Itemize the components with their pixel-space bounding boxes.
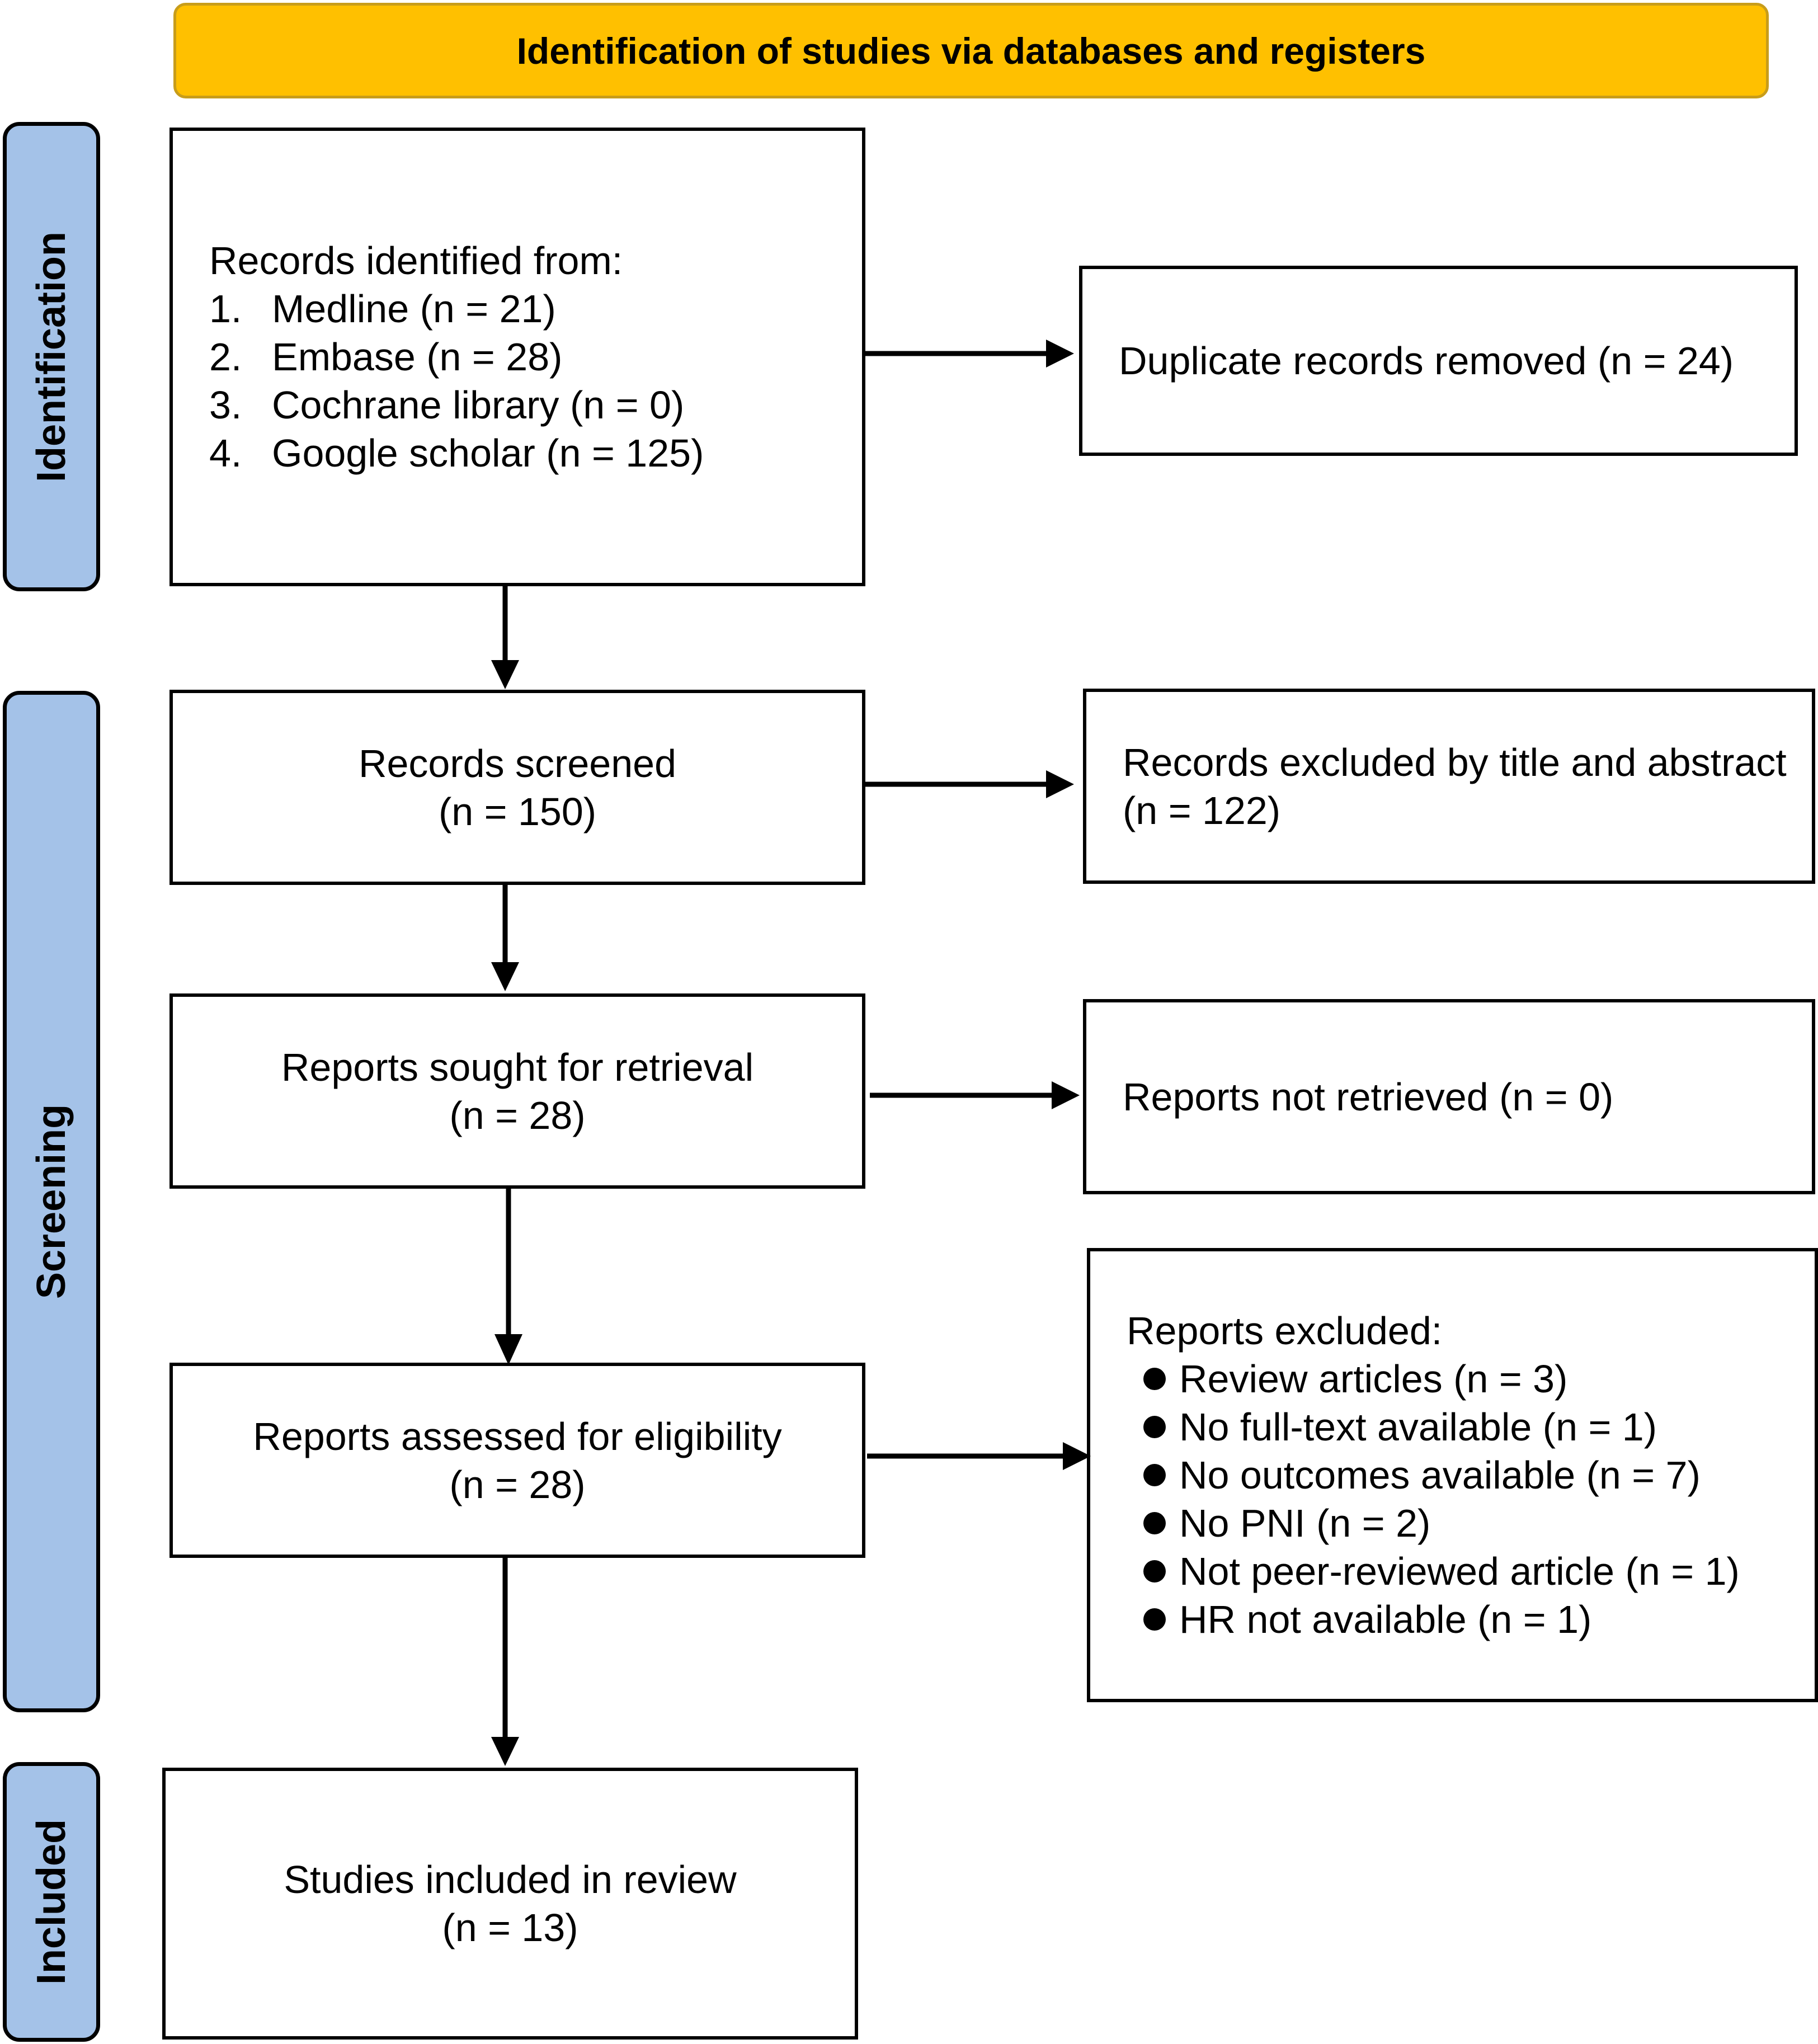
arrowhead xyxy=(1046,340,1074,368)
records-identified-box: Records identified from: 1. Medline (n = … xyxy=(169,128,865,586)
list-item: Not peer-reviewed article (n = 1) xyxy=(1143,1547,1792,1595)
arrowhead xyxy=(1046,770,1074,798)
list-item: No PNI (n = 2) xyxy=(1143,1499,1792,1547)
list-number: 4. xyxy=(209,431,242,475)
records-excluded-box: Records excluded by title and abstract (… xyxy=(1083,689,1815,884)
studies-included-count: (n = 13) xyxy=(442,1906,578,1949)
bullet-icon xyxy=(1143,1608,1166,1631)
arrowhead xyxy=(1052,1081,1080,1109)
list-item: 4. Google scholar (n = 125) xyxy=(209,429,840,477)
list-text: Cochrane library (n = 0) xyxy=(272,383,685,427)
list-text: Not peer-reviewed article (n = 1) xyxy=(1179,1550,1740,1593)
bullet-icon xyxy=(1143,1464,1166,1486)
bullet-icon xyxy=(1143,1512,1166,1534)
reports-assessed-label: Reports assessed for eligibility xyxy=(253,1414,782,1458)
list-item: 1. Medline (n = 21) xyxy=(209,285,840,333)
list-number: 1. xyxy=(209,287,242,331)
exclusion-reasons-list: Review articles (n = 3) No full-text ava… xyxy=(1127,1355,1792,1643)
list-text: Google scholar (n = 125) xyxy=(272,431,704,475)
reports-excluded-box: Reports excluded: Review articles (n = 3… xyxy=(1087,1248,1818,1702)
reports-sought-box: Reports sought for retrieval (n = 28) xyxy=(169,993,865,1189)
stage-included: Included xyxy=(3,1762,100,2042)
bullet-icon xyxy=(1143,1368,1166,1390)
reports-assessed-count: (n = 28) xyxy=(449,1462,586,1506)
list-text: No full-text available (n = 1) xyxy=(1179,1405,1657,1449)
reports-excluded-heading: Reports excluded: xyxy=(1127,1309,1443,1353)
reports-sought-count: (n = 28) xyxy=(449,1093,586,1137)
reports-not-retrieved-text: Reports not retrieved (n = 0) xyxy=(1123,1075,1614,1119)
list-item: No full-text available (n = 1) xyxy=(1143,1403,1792,1451)
reports-not-retrieved-box: Reports not retrieved (n = 0) xyxy=(1083,999,1815,1194)
studies-included-box: Studies included in review (n = 13) xyxy=(162,1768,858,2040)
list-text: Embase (n = 28) xyxy=(272,335,563,379)
studies-included-label: Studies included in review xyxy=(284,1858,737,1901)
list-item: 2. Embase (n = 28) xyxy=(209,333,840,381)
records-screened-label: Records screened xyxy=(358,741,677,785)
source-list: 1. Medline (n = 21) 2. Embase (n = 28) 3. C… xyxy=(209,285,840,477)
stage-identification: Identification xyxy=(3,122,100,591)
list-text: HR not available (n = 1) xyxy=(1179,1598,1592,1641)
header-banner: Identification of studies via databases … xyxy=(173,3,1769,98)
list-item: HR not available (n = 1) xyxy=(1143,1595,1792,1643)
arrowhead xyxy=(491,660,519,689)
duplicates-removed-box: Duplicate records removed (n = 24) xyxy=(1079,266,1798,456)
list-item: No outcomes available (n = 7) xyxy=(1143,1451,1792,1499)
arrowhead xyxy=(491,1737,519,1766)
list-number: 3. xyxy=(209,383,242,427)
arrowhead xyxy=(491,962,519,991)
records-screened-box: Records screened (n = 150) xyxy=(169,690,865,885)
list-text: Medline (n = 21) xyxy=(272,287,556,331)
arrowhead xyxy=(494,1334,522,1365)
list-item: Review articles (n = 3) xyxy=(1143,1355,1792,1403)
bullet-icon xyxy=(1143,1416,1166,1438)
list-text: No outcomes available (n = 7) xyxy=(1179,1453,1701,1497)
reports-assessed-box: Reports assessed for eligibility (n = 28… xyxy=(169,1363,865,1558)
records-excluded-text: Records excluded by title and abstract (… xyxy=(1123,740,1787,832)
list-text: No PNI (n = 2) xyxy=(1179,1501,1431,1545)
header-title: Identification of studies via databases … xyxy=(516,30,1426,72)
list-number: 2. xyxy=(209,335,242,379)
list-text: Review articles (n = 3) xyxy=(1179,1357,1568,1401)
list-item: 3. Cochrane library (n = 0) xyxy=(209,381,840,429)
records-screened-count: (n = 150) xyxy=(438,789,597,833)
stage-screening: Screening xyxy=(3,691,100,1712)
duplicates-removed-text: Duplicate records removed (n = 24) xyxy=(1119,339,1734,383)
arrowhead xyxy=(1063,1442,1091,1470)
records-identified-heading: Records identified from: xyxy=(209,239,623,282)
bullet-icon xyxy=(1143,1560,1166,1583)
reports-sought-label: Reports sought for retrieval xyxy=(281,1045,754,1089)
